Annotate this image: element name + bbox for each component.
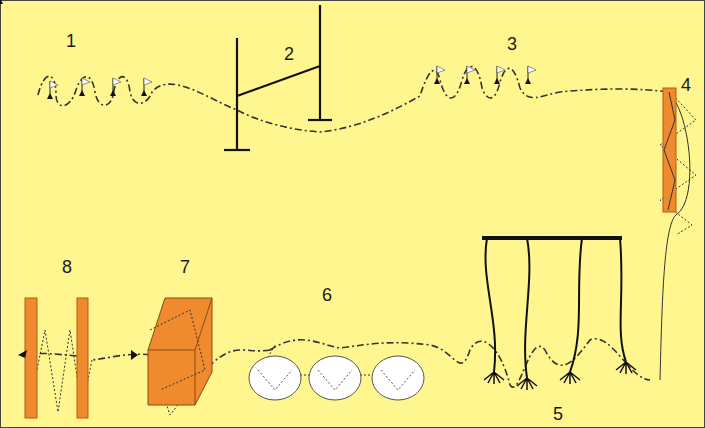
bars: [25, 298, 88, 418]
callout-number: 1: [66, 32, 76, 50]
hurdle: [224, 5, 332, 150]
callout-number: 8: [62, 258, 72, 276]
hoops: [249, 356, 424, 400]
vaulting-box: [148, 298, 212, 405]
flag-markers: [0, 0, 536, 99]
callout-number: 7: [180, 258, 190, 276]
balance-board: [663, 88, 676, 212]
callout-number: 5: [553, 405, 563, 423]
zigzag-route: [25, 92, 696, 415]
hanging-ropes: [482, 238, 636, 390]
callout-number: 4: [681, 76, 691, 94]
callout-number: 3: [507, 35, 517, 53]
hoop-route: [258, 370, 415, 390]
callout-number: 6: [322, 286, 332, 304]
arrowheads: [18, 350, 138, 360]
callout-number: 2: [284, 45, 294, 63]
route: [25, 67, 668, 388]
